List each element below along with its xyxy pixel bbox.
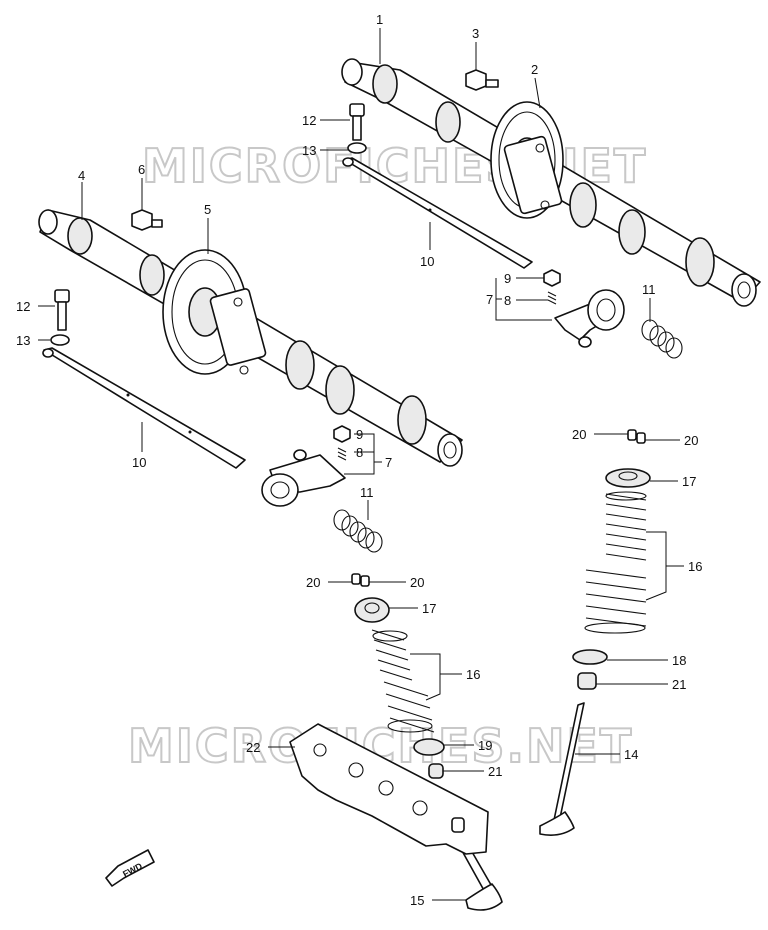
- callout-22: 22: [246, 740, 260, 755]
- rocker-shaft-lower: [42, 347, 246, 469]
- oil-seal-21-left: [428, 763, 444, 779]
- callout-12-lower: 12: [16, 299, 30, 314]
- callout-13-upper: 13: [302, 143, 316, 158]
- callout-5: 5: [204, 202, 211, 217]
- callout-7-lower: 7: [385, 455, 392, 470]
- callout-17-left: 17: [422, 601, 436, 616]
- valve-cotters-left: [351, 573, 370, 587]
- rocker-shaft-upper: [342, 157, 533, 269]
- spring-seat-18-right: [572, 649, 608, 665]
- callout-2: 2: [531, 62, 538, 77]
- nut-9-lower: [333, 425, 351, 443]
- callout-21-right: 21: [672, 677, 686, 692]
- spring-seat-19: [413, 738, 445, 756]
- bolt-12-upper: [349, 103, 365, 141]
- cam-sprocket-upper: [490, 101, 564, 219]
- nut-9-upper: [543, 269, 561, 287]
- screw-8-upper: [547, 291, 557, 305]
- valve-14: [539, 702, 585, 836]
- washer-13-lower: [50, 334, 70, 346]
- rocker-arm-upper: [554, 289, 625, 348]
- callout-18: 18: [672, 653, 686, 668]
- callout-20-right-a: 20: [572, 427, 586, 442]
- callout-20-left-b: 20: [410, 575, 424, 590]
- callout-14: 14: [624, 747, 638, 762]
- callout-4: 4: [78, 168, 85, 183]
- bolt-12-lower: [54, 289, 70, 331]
- spring-11-lower: [333, 509, 383, 553]
- callout-20-right-b: 20: [684, 433, 698, 448]
- screw-8-lower: [337, 447, 347, 461]
- fwd-arrow: FWD: [105, 849, 155, 887]
- spring-11-upper: [641, 319, 683, 359]
- callout-8-lower: 8: [356, 445, 363, 460]
- rocker-arm-lower: [261, 449, 346, 507]
- callout-8-upper: 8: [504, 293, 511, 308]
- callout-20-left-a: 20: [306, 575, 320, 590]
- callout-1: 1: [376, 12, 383, 27]
- callout-19: 19: [478, 738, 492, 753]
- callout-11-lower: 11: [360, 485, 374, 500]
- callout-16-right: 16: [688, 559, 702, 574]
- callout-12-upper: 12: [302, 113, 316, 128]
- leader-lines: [38, 28, 684, 901]
- callout-9-lower: 9: [356, 427, 363, 442]
- callout-15: 15: [410, 893, 424, 908]
- callout-10-upper: 10: [420, 254, 434, 269]
- spring-retainer-17-left: [354, 597, 390, 623]
- callout-9-upper: 9: [504, 271, 511, 286]
- bolt-3: [465, 69, 499, 91]
- oil-seal-21-right: [577, 672, 597, 690]
- callout-10-lower: 10: [132, 455, 146, 470]
- callout-13-lower: 13: [16, 333, 30, 348]
- callout-3: 3: [472, 26, 479, 41]
- washer-13-upper: [347, 142, 367, 154]
- valve-cotters-right: [627, 429, 646, 444]
- callout-11-upper: 11: [642, 282, 656, 297]
- callout-labels: 1 2 3 4 5 6 7 7 8 8 9 9 10 10 11 11 12 1…: [16, 12, 702, 908]
- callout-7-upper: 7: [486, 292, 493, 307]
- callout-21-left: 21: [488, 764, 502, 779]
- callout-17-right: 17: [682, 474, 696, 489]
- valve-springs-16-left: [371, 629, 435, 733]
- valve-springs-16-right: [584, 491, 647, 634]
- callout-16-left: 16: [466, 667, 480, 682]
- cam-sprocket-lower: [162, 249, 267, 375]
- callout-6: 6: [138, 162, 145, 177]
- spring-retainer-17-right: [605, 468, 651, 488]
- gasket-22: [289, 723, 489, 855]
- bolt-6: [131, 209, 163, 231]
